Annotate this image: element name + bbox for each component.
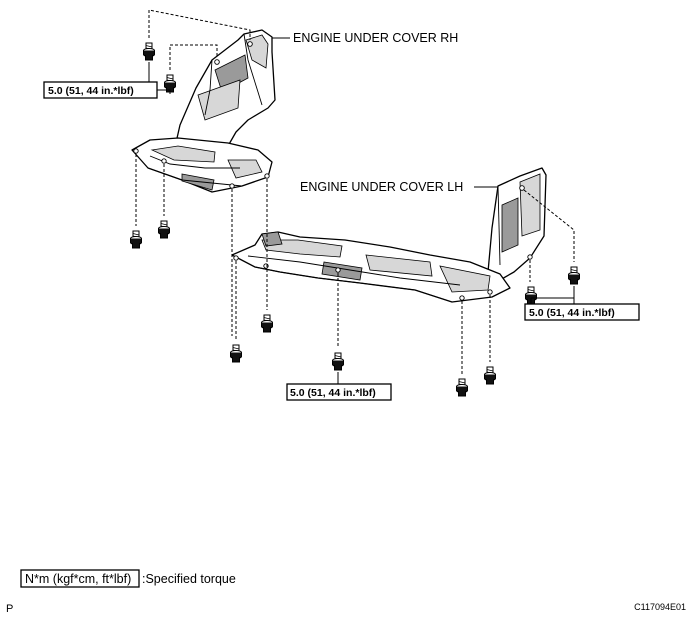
footer-left-code: P bbox=[6, 603, 13, 615]
legend: N*m (kgf*cm, ft*lbf) :Specified torque bbox=[20, 569, 236, 588]
torque-value-bottom: 5.0 (51, 44 in.*lbf) bbox=[290, 387, 376, 399]
callout-rh-label: ENGINE UNDER COVER RH bbox=[293, 31, 458, 45]
callout-rh: ENGINE UNDER COVER RH bbox=[272, 31, 458, 45]
torque-value-right: 5.0 (51, 44 in.*lbf) bbox=[529, 307, 615, 319]
callout-lh: ENGINE UNDER COVER LH bbox=[300, 180, 498, 194]
leader-lines bbox=[135, 9, 575, 374]
engine-under-cover-rh bbox=[131, 29, 276, 193]
legend-description: :Specified torque bbox=[142, 572, 236, 586]
legend-unit: N*m (kgf*cm, ft*lbf) bbox=[25, 572, 131, 586]
callout-lh-label: ENGINE UNDER COVER LH bbox=[300, 180, 463, 194]
torque-box-right: 5.0 (51, 44 in.*lbf) bbox=[524, 303, 640, 321]
torque-value-upper-left: 5.0 (51, 44 in.*lbf) bbox=[48, 85, 134, 97]
engine-under-cover-lh bbox=[231, 167, 547, 303]
torque-box-bottom: 5.0 (51, 44 in.*lbf) bbox=[286, 383, 392, 401]
torque-box-upper-left: 5.0 (51, 44 in.*lbf) bbox=[43, 81, 158, 99]
footer-figure-id: C117094E01 bbox=[634, 602, 686, 612]
